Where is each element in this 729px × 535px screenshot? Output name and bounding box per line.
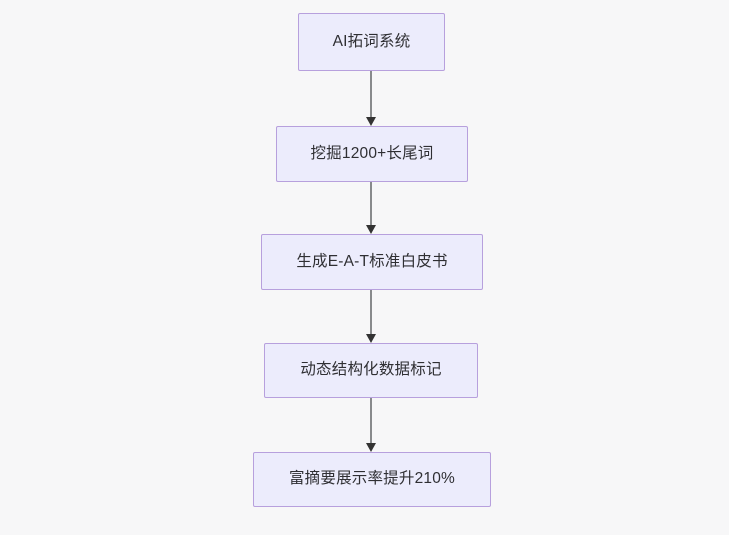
flow-node-3[interactable]: 生成E-A-T标准白皮书 [261, 234, 483, 290]
flow-edge-4-to-5 [365, 398, 377, 452]
flow-edge-arrowhead-icon [366, 117, 376, 126]
flow-edge-2-to-3 [365, 182, 377, 234]
flow-edge-arrowhead-icon [366, 225, 376, 234]
flow-node-1-label: AI拓词系统 [332, 32, 411, 50]
flow-edge-3-to-4 [365, 290, 377, 343]
flow-node-5-label: 富摘要展示率提升210% [288, 470, 456, 488]
flow-edge-line [370, 71, 372, 117]
flow-node-5[interactable]: 富摘要展示率提升210% [253, 452, 491, 507]
flow-node-4-label: 动态结构化数据标记 [300, 361, 442, 379]
flow-edge-line [370, 290, 372, 334]
flow-edge-1-to-2 [365, 71, 377, 126]
flow-node-2[interactable]: 挖掘1200+长尾词 [276, 126, 468, 182]
flow-node-1[interactable]: AI拓词系统 [298, 13, 445, 71]
flow-node-2-label: 挖掘1200+长尾词 [310, 144, 434, 162]
flow-edge-line [370, 182, 372, 225]
flow-edge-arrowhead-icon [366, 443, 376, 452]
flow-edge-line [370, 398, 372, 443]
flow-node-4[interactable]: 动态结构化数据标记 [264, 343, 478, 398]
flow-edge-arrowhead-icon [366, 334, 376, 343]
flow-node-3-label: 生成E-A-T标准白皮书 [296, 252, 448, 270]
